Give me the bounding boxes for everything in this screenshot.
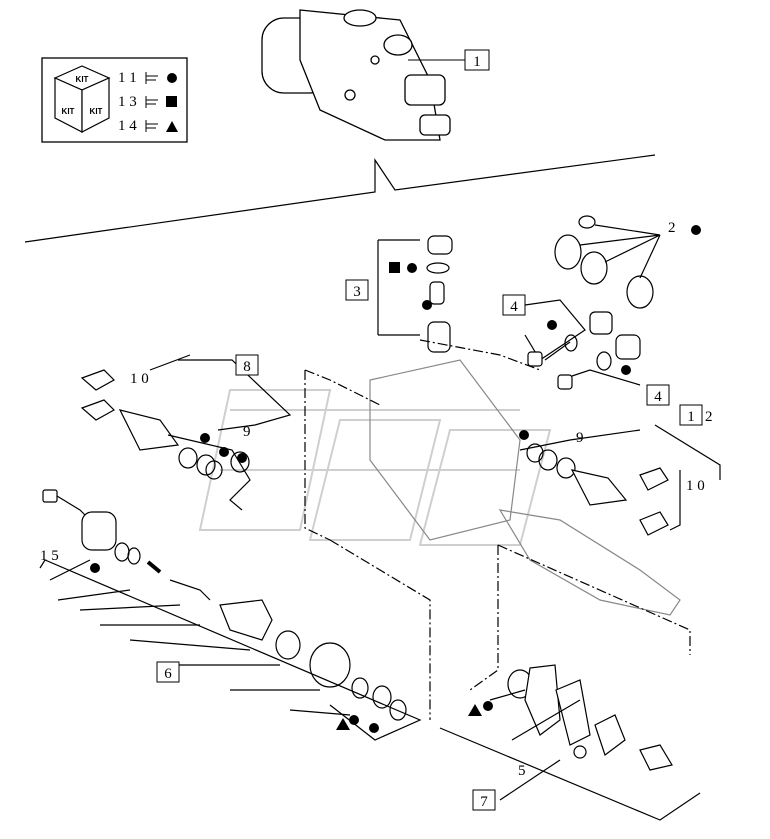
kit-row-2-code: 1 3 <box>118 94 137 110</box>
kit-row-1-key-icon <box>145 72 158 84</box>
kit-markers <box>90 225 701 733</box>
watermark <box>198 389 552 546</box>
callout-3: 3 <box>353 284 361 300</box>
callout-4-lower: 4 <box>654 389 662 405</box>
callout-12-suffix: 2 <box>705 409 713 425</box>
kit-row-1-code: 1 1 <box>118 70 137 86</box>
kit-row-3-triangle-icon <box>166 121 178 132</box>
callout-1: 1 <box>473 54 481 70</box>
kit-row-3-key-icon <box>145 120 158 132</box>
callout-15: 1 5 <box>40 548 59 564</box>
callout-8: 8 <box>243 359 251 375</box>
kit-word-left: KIT <box>62 107 75 116</box>
valve-assembly-drawing <box>261 9 451 141</box>
callout-9-left: 9 <box>243 424 251 440</box>
callout-5: 5 <box>518 763 526 779</box>
kit-row-3-code: 1 4 <box>118 118 137 134</box>
kit-word-right: KIT <box>90 107 103 116</box>
detail-separator-line <box>24 154 656 243</box>
kit-row-2-key-icon <box>145 96 158 108</box>
callout-4-upper: 4 <box>510 299 518 315</box>
callout-6: 6 <box>164 666 172 682</box>
callout-boxes <box>156 279 703 811</box>
kit-row-2-square-icon <box>166 96 177 107</box>
kit-cube-icon <box>53 65 111 133</box>
kit-row-1-circle-icon <box>167 73 177 83</box>
callout-2: 2 <box>668 220 676 236</box>
callout-9-right: 9 <box>576 430 584 446</box>
kit-word-top: KIT <box>76 75 89 84</box>
exploded-parts <box>39 215 721 821</box>
callout-1-box <box>464 49 490 71</box>
callout-10-left: 1 0 <box>130 371 149 387</box>
callout-10-right: 1 0 <box>686 478 705 494</box>
callout-7: 7 <box>480 794 488 810</box>
callout-12-box: 1 <box>687 409 695 425</box>
kit-legend: KIT KIT KIT 1 1 1 3 1 4 <box>41 57 188 143</box>
